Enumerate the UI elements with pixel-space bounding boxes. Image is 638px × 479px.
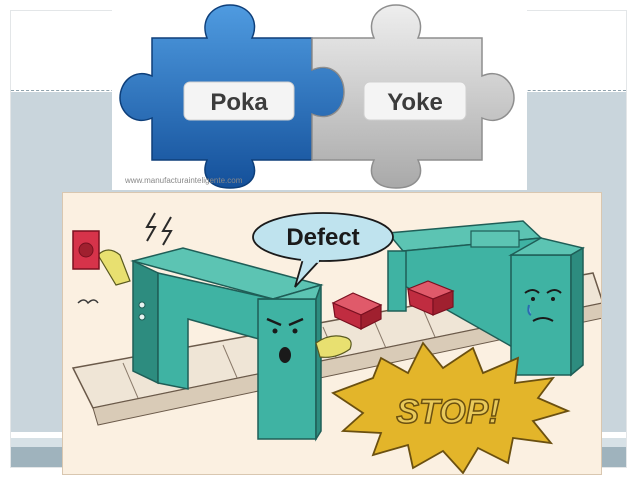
stop-burst [331,341,571,474]
conveyor-side [92,302,601,426]
machine-hands [97,249,352,358]
alert-zigzag-icon [145,212,173,246]
stop-burst-text: STOP! [396,393,499,431]
back-machine-panel [470,230,520,248]
defect-speech-bubble [252,212,394,288]
speech-bubble-text: Defect [286,224,359,251]
puzzle-label-yoke: Yoke [387,89,443,116]
cartoon-illustration: Defect STOP! [71,212,601,474]
puzzle-caption: www.manufacturainteligente.com [125,176,243,185]
back-machine [386,220,585,377]
puzzle-label-poka: Poka [210,89,268,116]
front-machine [130,247,324,442]
defect-box [331,292,383,330]
puzzle-label-plate-right [363,81,467,121]
motion-lines [77,299,99,305]
product-box [406,280,455,316]
poka-yoke-puzzle-image: Poka Yoke [112,0,527,190]
puzzle-label-plate-left [183,81,295,121]
defect-stop-cartoon: Defect STOP! [62,192,602,475]
puzzle-illustration: Poka Yoke [119,4,515,189]
